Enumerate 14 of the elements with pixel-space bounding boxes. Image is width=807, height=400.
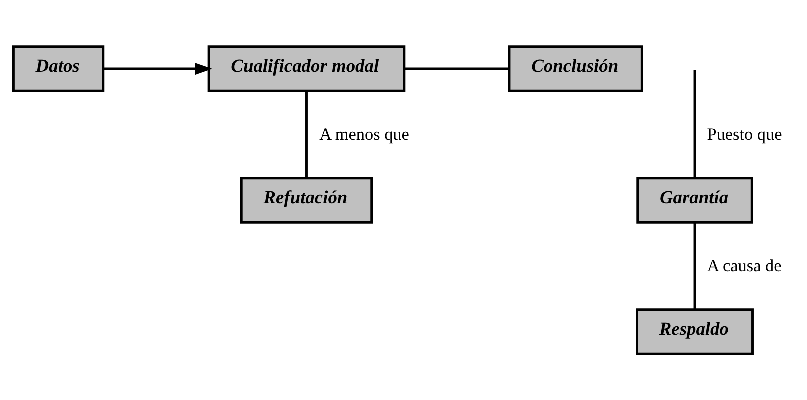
node-box: Conclusión — [508, 45, 644, 92]
edge-label: Puesto que — [707, 124, 782, 144]
connector — [404, 67, 510, 70]
arrow — [104, 62, 212, 75]
node-box: Refutación — [240, 176, 374, 224]
connector — [694, 70, 696, 178]
node-box: Garantía — [636, 176, 754, 224]
edge-label: A menos que — [320, 124, 410, 144]
node-box: Datos — [12, 45, 105, 92]
connector — [306, 91, 308, 178]
node-box: Cualificador modal — [208, 45, 406, 92]
node-box: Respaldo — [636, 308, 754, 355]
edge-label: A causa de — [707, 256, 782, 275]
connector — [694, 222, 696, 310]
